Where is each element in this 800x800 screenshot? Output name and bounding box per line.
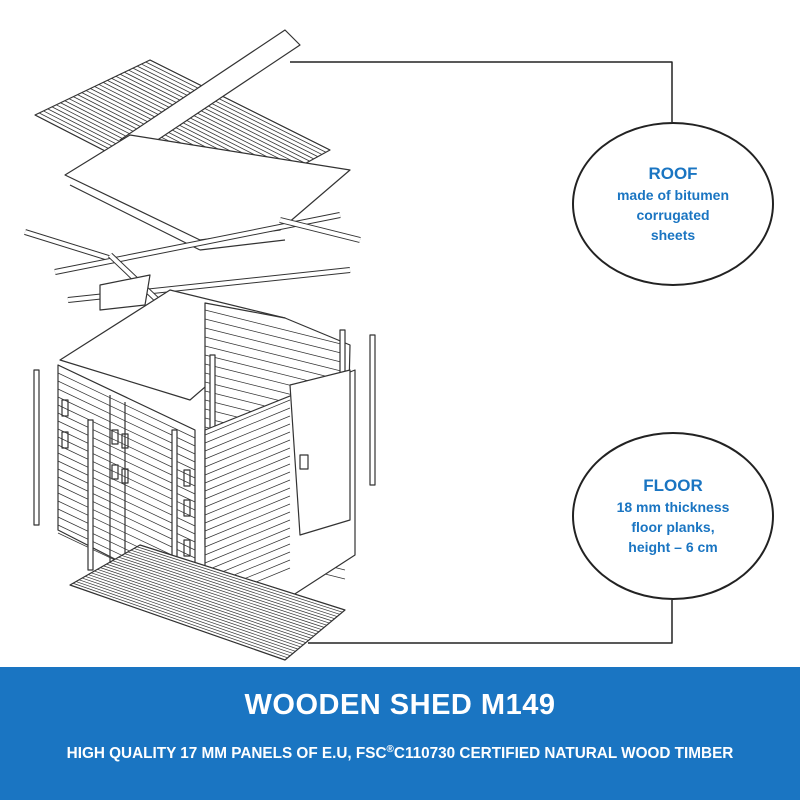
subtitle-text: HIGH QUALITY 17 MM PANELS OF E.U, FSC [66,745,387,763]
roof-callout-line: made of bitumen [616,187,729,203]
hatch-line [204,431,291,468]
hatch-line [94,570,306,643]
hatch-line [204,503,291,540]
product-subtitle: HIGH QUALITY 17 MM PANELS OF E.U, FSC®C1… [0,744,800,763]
hatch-line [72,582,288,659]
hatch-line [204,463,291,500]
roof-leader-line [290,61,673,122]
hatch-line [204,327,346,364]
roof-callout-line: sheets [650,227,696,243]
floor-planks [69,544,346,661]
hatch-line [97,569,309,641]
exploded-shed-diagram [24,29,673,661]
hatch-line [204,318,346,355]
hatch-line [204,455,291,492]
registered-mark: ® [386,744,394,755]
floor-leader-line [308,600,673,644]
right-side-wall [204,369,356,611]
product-banner: WOODEN SHED M149 HIGH QUALITY 17 MM PANE… [0,667,800,800]
hatch-line [204,519,291,556]
floor-callout-title: FLOOR [643,476,703,495]
hatch-line [204,479,291,516]
posts [33,329,376,591]
hatch-line [130,549,338,617]
hatch-line [149,59,331,151]
hatch-line [204,399,291,436]
hatch-line [115,75,298,169]
hatch-line [57,364,196,431]
hatch-line [69,584,286,661]
floor-callout-line: floor planks, [631,519,715,535]
hatch-line [79,579,293,654]
hatch-line [204,511,291,548]
hatch-line [128,69,310,162]
hatch-line [111,77,294,171]
hatch-line [204,447,291,484]
hatch-line [103,565,314,637]
hatch-line [136,546,343,613]
subtitle-text: C110730 CERTIFIED NATURAL WOOD TIMBER [393,745,734,763]
hatch-line [109,562,320,633]
hatch-line [204,336,346,373]
product-title: WOODEN SHED M149 [244,689,556,721]
hatch-line [139,544,346,611]
hatch-line [133,548,340,615]
hatch-line [112,560,322,630]
hatch-line [82,577,296,652]
hatch-line [75,581,291,656]
roof-callout-line: corrugated [636,207,710,223]
hatch-line [204,415,291,452]
hatch-line [132,67,314,160]
hatch-line [121,555,330,624]
hatch-line [204,407,291,444]
floor-callout-line: 18 mm thickness [616,499,730,515]
hatch-line [204,423,291,460]
hatch-line [204,309,346,346]
hatch-line [100,567,312,639]
hatch-line [204,495,291,532]
hatch-line [204,439,291,476]
hatch-line [204,527,291,564]
roof-boards [64,134,351,251]
hatch-line [137,65,318,158]
hatch-line [106,563,317,635]
hatch-line [204,487,291,524]
hatch-line [118,556,327,626]
hatch-line [124,71,306,164]
hatch-line [204,535,291,572]
roof-callout-title: ROOF [648,164,698,183]
hatch-line [204,471,291,508]
hatch-line [141,63,323,155]
hatch-line [120,73,302,166]
roof-callout: ROOF made of bitumen corrugated sheets [572,122,774,286]
hatch-line [115,558,325,628]
hatch-line [91,572,304,646]
hatch-line [127,551,335,620]
floor-callout-line: height – 6 cm [628,539,718,555]
hatch-line [204,345,346,382]
hatch-line [88,574,301,648]
hatch-line [57,372,196,439]
hatch-line [85,575,299,650]
hatch-line [145,61,327,153]
hatch-line [124,553,333,622]
floor-callout: FLOOR 18 mm thickness floor planks, heig… [572,432,774,600]
